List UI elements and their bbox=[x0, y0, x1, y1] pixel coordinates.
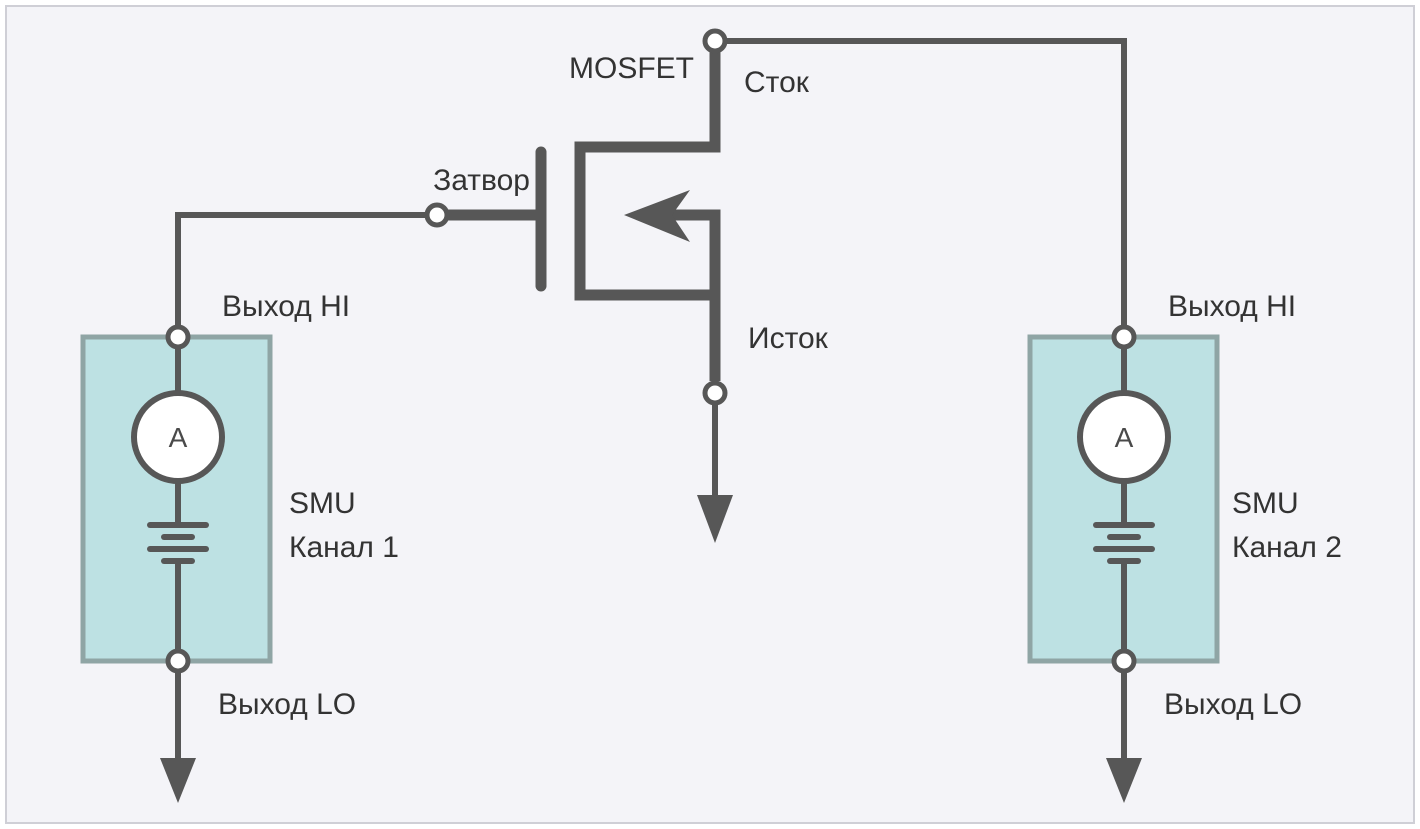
smu1-out-lo-label: Выход LO bbox=[218, 688, 356, 721]
ammeter-label-smu2: A bbox=[1115, 422, 1134, 453]
smu2-out-lo-label: Выход LO bbox=[1164, 688, 1302, 721]
gate-label: Затвор bbox=[433, 164, 530, 197]
wire-drain-to-smu2 bbox=[722, 38, 1127, 340]
source-label: Исток bbox=[748, 322, 829, 355]
smu1-name-label: SMU bbox=[289, 487, 356, 520]
terminal-drain bbox=[702, 28, 728, 54]
ground-arrow-icon-smu2 bbox=[1106, 758, 1142, 803]
smu2-name-label: SMU bbox=[1232, 487, 1299, 520]
drain-label: Сток bbox=[744, 66, 810, 99]
terminal-smu2-hi bbox=[1111, 324, 1137, 350]
ground-arrow-icon-smu1 bbox=[160, 758, 196, 803]
terminal-smu1-hi bbox=[165, 324, 191, 350]
mosfet-channel bbox=[574, 52, 721, 381]
ammeter-icon-smu2 bbox=[1077, 390, 1171, 484]
terminal-gate bbox=[424, 202, 450, 228]
thin-wires bbox=[175, 38, 1127, 773]
terminal-smu2-lo bbox=[1111, 648, 1137, 674]
ground-arrow-icon-source bbox=[697, 495, 733, 543]
ammeter-icon-smu1 bbox=[131, 390, 225, 484]
ammeter-label-smu1: A bbox=[169, 422, 188, 453]
mosfet-symbol bbox=[448, 52, 721, 381]
mosfet-body-line bbox=[672, 209, 721, 295]
terminals bbox=[165, 28, 1137, 674]
smu1-channel-label: Канал 1 bbox=[289, 531, 399, 564]
battery-icon-smu2 bbox=[1093, 522, 1155, 564]
mosfet-title: MOSFET bbox=[569, 52, 694, 85]
terminal-smu1-lo bbox=[165, 648, 191, 674]
smu2-channel-label: Канал 2 bbox=[1232, 531, 1342, 564]
smu2-out-hi-label: Выход HI bbox=[1168, 290, 1296, 323]
battery-icon-smu1 bbox=[147, 522, 209, 564]
smu1-out-hi-label: Выход HI bbox=[222, 290, 350, 323]
terminal-source bbox=[702, 380, 728, 406]
wire-gate-to-smu1 bbox=[175, 212, 429, 340]
mosfet-arrow-icon bbox=[624, 190, 690, 242]
